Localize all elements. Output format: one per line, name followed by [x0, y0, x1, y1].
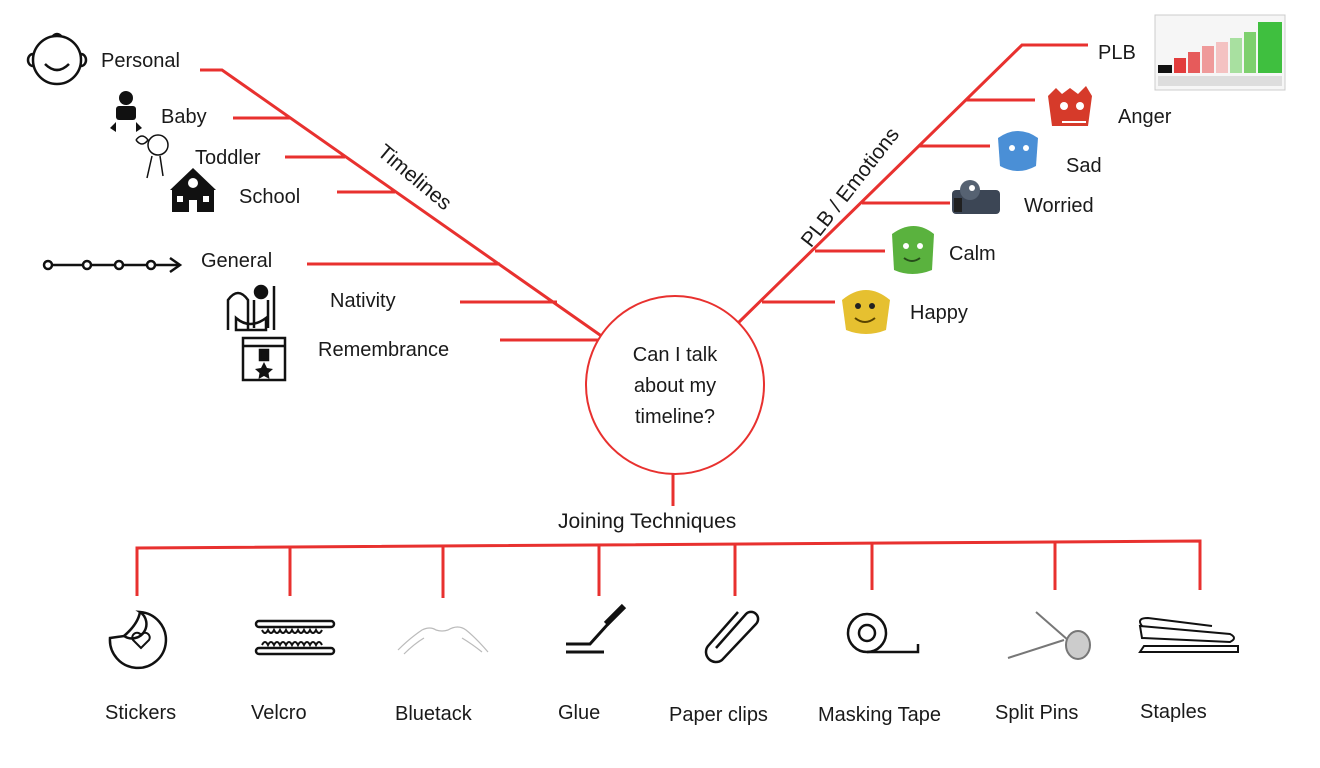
stapler-icon — [1138, 616, 1239, 653]
label-staples: Staples — [1140, 701, 1207, 723]
label-anger: Anger — [1118, 106, 1172, 128]
anger-monster-icon — [1048, 86, 1092, 126]
label-masking-tape: Masking Tape — [818, 704, 942, 726]
joining-title: Joining Techniques — [558, 510, 737, 533]
glue-icon — [566, 603, 627, 654]
label-velcro: Velcro — [251, 702, 307, 724]
label-paper-clips: Paper clips — [669, 704, 768, 726]
toddler-icon — [135, 134, 169, 179]
sticker-icon — [108, 610, 168, 670]
center-line-1: Can I talk — [632, 344, 718, 366]
school-icon — [170, 168, 216, 212]
label-split-pins: Split Pins — [995, 702, 1079, 724]
baby-icon — [110, 91, 142, 132]
label-school: School — [239, 186, 301, 208]
label-sad: Sad — [1066, 155, 1102, 177]
sad-monster-icon — [998, 131, 1038, 171]
center-circle — [585, 295, 765, 475]
label-nativity: Nativity — [330, 290, 396, 312]
label-personal: Personal — [101, 50, 180, 72]
remembrance-icon — [241, 336, 287, 382]
paper-clip-icon — [704, 610, 760, 664]
timelines-spine — [200, 68, 611, 344]
label-general: General — [201, 250, 273, 272]
label-stickers: Stickers — [105, 702, 177, 724]
happy-monster-icon — [842, 290, 890, 334]
label-plb: PLB — [1098, 42, 1136, 64]
label-calm: Calm — [949, 243, 996, 265]
label-remembrance: Remembrance — [318, 339, 450, 361]
label-happy: Happy — [910, 302, 968, 324]
baby-face-icon — [26, 32, 88, 86]
split-pin-icon — [1007, 611, 1091, 660]
timeline-arrow-icon — [42, 256, 183, 274]
label-baby: Baby — [161, 106, 207, 128]
velcro-icon — [254, 619, 336, 656]
label-worried: Worried — [1024, 195, 1094, 217]
label-bluetack: Bluetack — [395, 703, 472, 725]
worried-monster-icon — [952, 180, 1000, 214]
masking-tape-icon — [846, 612, 920, 654]
label-toddler: Toddler — [195, 147, 261, 169]
emotions-spine — [733, 43, 1088, 328]
calm-monster-icon — [892, 226, 934, 274]
center-line-3: timeline? — [634, 406, 716, 428]
center-line-2: about my — [633, 375, 717, 397]
joining-spine — [135, 539, 1202, 596]
label-glue: Glue — [558, 702, 601, 724]
nativity-icon — [226, 284, 276, 332]
central-question: Can I talk about my timeline? — [590, 340, 760, 433]
plb-chart-thumbnail — [1154, 14, 1286, 91]
bluetack-icon — [397, 626, 489, 655]
